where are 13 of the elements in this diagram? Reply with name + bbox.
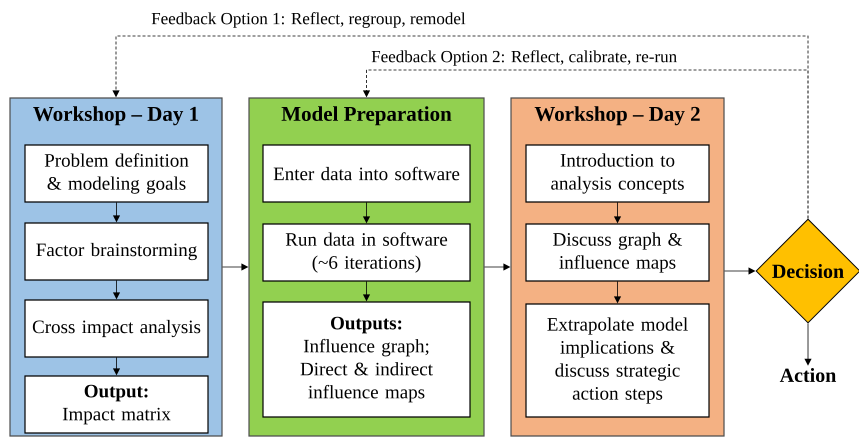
process-box: Problem definition & modeling goals xyxy=(24,144,209,203)
edge-label: Feedback Option 1: Reflect, regroup, remodel xyxy=(152,12,466,28)
process-box: Introduction to analysis concepts xyxy=(525,144,710,203)
edge-label: Feedback Option 2: Reflect, calibrate, re-run xyxy=(372,50,677,66)
process-box: Factor brainstorming xyxy=(24,222,209,281)
process-box: Outputs: Influence graph; Direct & indirect influence maps xyxy=(262,301,471,418)
process-box: Cross impact analysis xyxy=(24,299,209,358)
process-box: Output: Impact matrix xyxy=(24,375,209,434)
process-box: Extrapolate model implications & discuss strategic action steps xyxy=(525,303,710,418)
process-box: Discuss graph & influence maps xyxy=(525,223,710,282)
process-box: Enter data into software xyxy=(262,144,471,203)
outcome-label: Action xyxy=(780,368,836,382)
process-box: Run data in software (~6 iterations) xyxy=(262,223,471,282)
